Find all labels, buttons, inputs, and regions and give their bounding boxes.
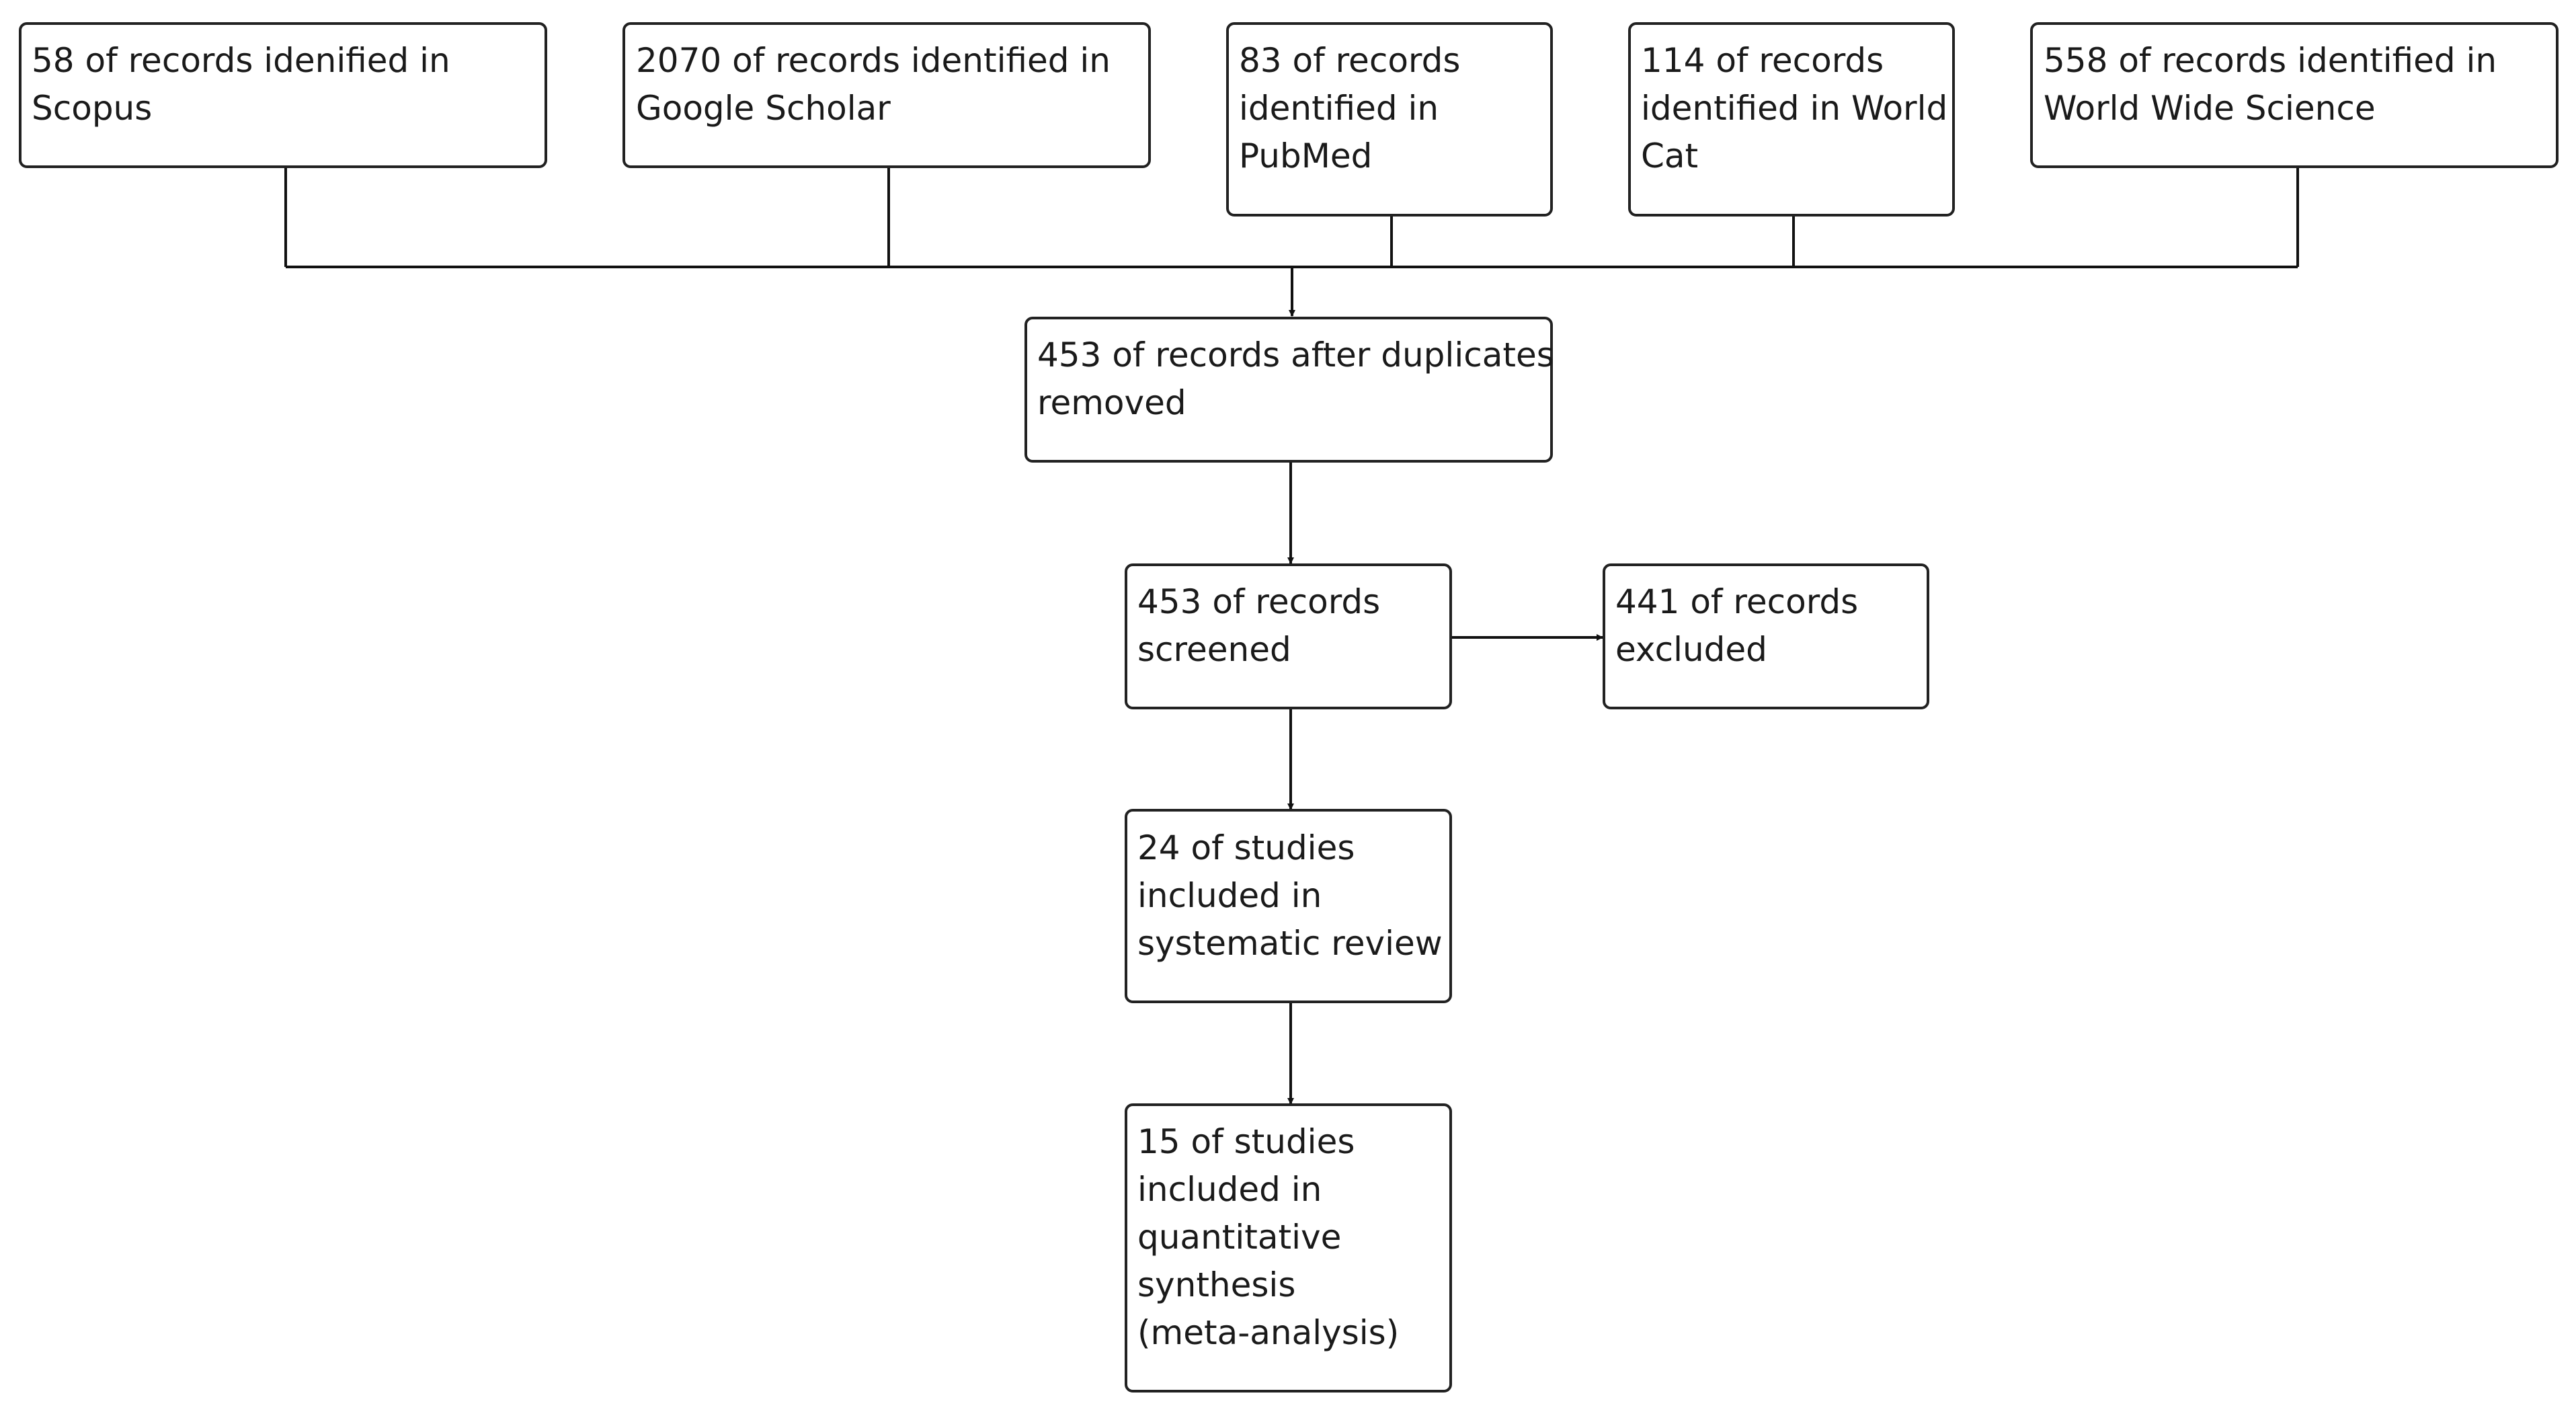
source-line: identified in World: [1641, 89, 1947, 128]
source-box-google-scholar: 2070 of records identified in Google Sch…: [622, 22, 1151, 168]
source-line: PubMed: [1239, 136, 1372, 175]
box-line: included in: [1137, 876, 1322, 915]
flow-arrows: [1287, 461, 1603, 1105]
source-box-scopus: 58 of records idenified in Scopus: [19, 22, 547, 168]
box-systematic-review: 24 of studies included in systematic rev…: [1125, 809, 1452, 1003]
box-line: 15 of studies: [1137, 1122, 1355, 1161]
source-line: World Wide Science: [2044, 89, 2376, 128]
box-line: removed: [1037, 383, 1186, 422]
source-connectors: [284, 167, 2299, 317]
source-box-google-scholar-text: 2070 of records identified in Google Sch…: [636, 41, 1121, 128]
source-line: identified in: [1239, 89, 1439, 128]
box-screened-text: 453 of records screened: [1137, 582, 1391, 669]
source-line: 558 of records identified in: [2044, 41, 2497, 80]
box-excluded-text: 441 of records excluded: [1615, 582, 1869, 669]
source-line: Scopus: [32, 89, 152, 128]
source-box-scopus-text: 58 of records idenified in Scopus: [32, 41, 461, 128]
source-line: Cat: [1641, 136, 1698, 175]
box-line: screened: [1137, 630, 1291, 669]
source-line: 114 of records: [1641, 41, 1884, 80]
source-box-worldcat-text: 114 of records identified in World Cat: [1641, 41, 1958, 175]
box-line: 441 of records: [1615, 582, 1858, 621]
source-line: 83 of records: [1239, 41, 1460, 80]
source-line: 2070 of records identified in: [636, 41, 1111, 80]
box-line: synthesis: [1137, 1265, 1295, 1304]
box-line: 453 of records: [1137, 582, 1380, 621]
box-line: (meta-analysis): [1137, 1313, 1399, 1352]
box-line: excluded: [1615, 630, 1767, 669]
source-line: 58 of records idenified in: [32, 41, 450, 80]
source-box-wws: 558 of records identified in World Wide …: [2030, 22, 2559, 168]
box-line: 24 of studies: [1137, 828, 1355, 867]
box-excluded: 441 of records excluded: [1603, 563, 1929, 709]
box-duplicates-removed: 453 of records after duplicates removed: [1024, 317, 1565, 463]
source-box-worldcat: 114 of records identified in World Cat: [1628, 22, 1958, 217]
box-duplicates-removed-text: 453 of records after duplicates removed: [1037, 336, 1565, 422]
source-box-pubmed: 83 of records identified in PubMed: [1226, 22, 1553, 217]
box-meta-analysis-text: 15 of studies included in quantitative s…: [1137, 1122, 1399, 1352]
source-box-wws-text: 558 of records identified in World Wide …: [2044, 41, 2507, 128]
source-box-pubmed-text: 83 of records identified in PubMed: [1239, 41, 1471, 175]
box-screened: 453 of records screened: [1125, 563, 1452, 709]
source-line: Google Scholar: [636, 89, 891, 128]
box-line: quantitative: [1137, 1218, 1341, 1257]
box-line: systematic review: [1137, 924, 1443, 963]
box-meta-analysis: 15 of studies included in quantitative s…: [1125, 1103, 1452, 1393]
box-systematic-review-text: 24 of studies included in systematic rev…: [1137, 828, 1443, 963]
box-line: 453 of records after duplicates: [1037, 336, 1554, 375]
box-line: included in: [1137, 1170, 1322, 1209]
